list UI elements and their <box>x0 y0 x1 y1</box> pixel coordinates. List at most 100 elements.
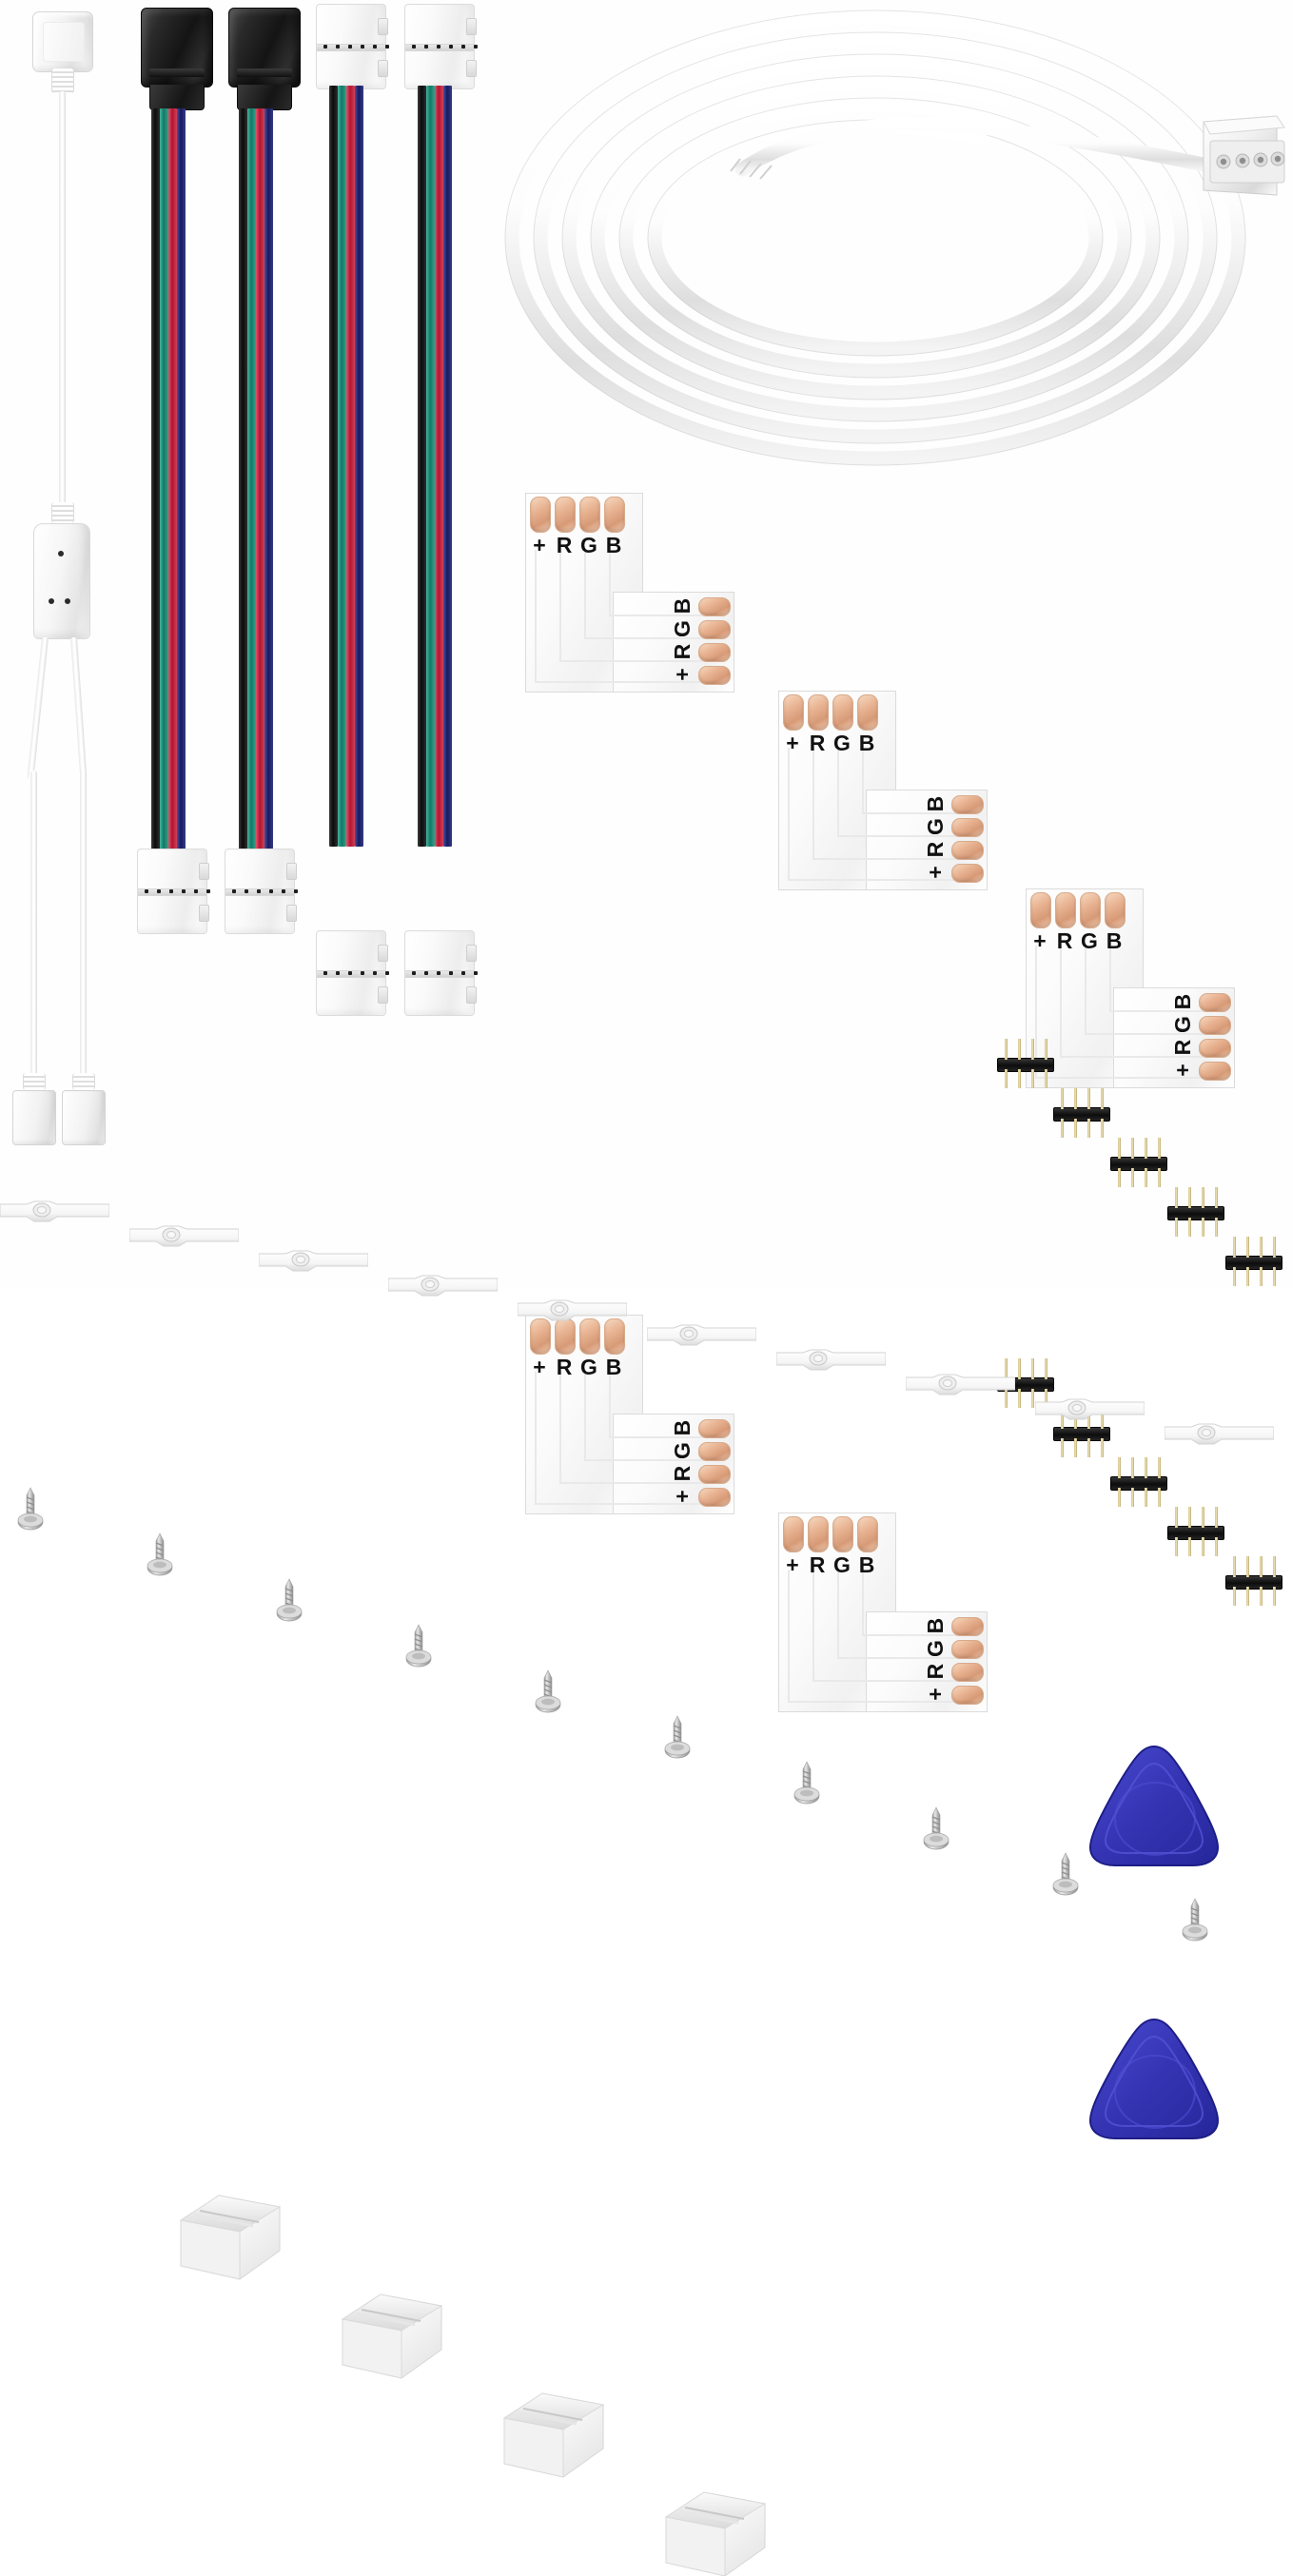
black-housing-neck-1 <box>149 85 205 110</box>
l-pad-label: R <box>556 533 573 557</box>
pin-header-5 <box>1223 1237 1282 1286</box>
l-pad-label: B <box>1106 928 1123 953</box>
pin-header-10 <box>1223 1556 1282 1606</box>
white-strip-lead-2 <box>402 4 488 1016</box>
pry-tool-1 <box>1073 1741 1225 1866</box>
mounting-clip-4 <box>387 1275 499 1299</box>
mounting-clip-10 <box>1164 1423 1275 1448</box>
screw-10 <box>1178 1895 1210 1942</box>
l-pad-label: R <box>923 841 948 858</box>
l-pad-label: G <box>833 1552 851 1577</box>
black-strip-lead-1 <box>133 8 219 934</box>
l-pad-label: G <box>580 533 597 557</box>
y-splitter-male-plug <box>32 11 93 72</box>
l-pad-label: R <box>809 731 826 755</box>
rgb-ribbon-wire-3 <box>329 86 363 847</box>
l-pad-label: G <box>1081 928 1098 953</box>
l-pad-label: B <box>858 731 875 755</box>
y-splitter-plug-strain-relief <box>51 68 74 93</box>
l-pad-label: R <box>670 1465 695 1482</box>
screw-1 <box>13 1484 46 1531</box>
mounting-clip-6 <box>646 1324 757 1349</box>
white-strip-clip-top-2 <box>404 4 478 89</box>
mounting-clip-1 <box>0 1200 110 1225</box>
l-pad-label: + <box>786 1552 799 1577</box>
white-strip-clip-2 <box>225 849 298 934</box>
l-corner-connector-1: + R G B B G R + <box>525 493 734 693</box>
pin-header-3 <box>1108 1138 1167 1187</box>
l-pad-label: B <box>670 597 695 615</box>
y-splitter-branch-wire-right-2 <box>80 771 87 1084</box>
extension-cable-coil <box>495 0 1292 476</box>
mounting-clip-9 <box>1034 1398 1145 1423</box>
l-pad-label: + <box>786 731 799 755</box>
extension-cable-svg <box>504 10 1285 466</box>
white-strip-lead-1 <box>314 4 400 1016</box>
y-splitter-socket-right-strain <box>72 1073 95 1090</box>
black-4pin-housing-2 <box>228 8 301 88</box>
y-splitter-assembly <box>11 4 135 1174</box>
l-pad-label: G <box>670 620 695 637</box>
mounting-clip-2 <box>128 1225 240 1250</box>
rgb-ribbon-wire-1 <box>151 108 186 850</box>
pin-header-4 <box>1165 1187 1224 1237</box>
y-splitter-branch-wire-left <box>27 636 49 780</box>
gapless-connector-3 <box>497 2386 609 2485</box>
l-pad-label: G <box>923 1640 948 1657</box>
mounting-clip-7 <box>775 1349 887 1374</box>
white-strip-clip-bottom-1 <box>316 930 389 1016</box>
y-splitter-branch-wire-left-2 <box>30 771 37 1084</box>
screw-3 <box>272 1575 304 1622</box>
l-pad-label: G <box>923 818 948 835</box>
y-splitter-body <box>33 523 90 639</box>
screw-6 <box>660 1712 693 1759</box>
gapless-connector-4 <box>658 2485 771 2576</box>
l-pad-label: R <box>556 1355 573 1379</box>
l-pad-label: R <box>1056 928 1073 953</box>
rgb-ribbon-wire-2 <box>239 108 273 850</box>
pin-header-2 <box>1051 1088 1110 1138</box>
l-corner-connector-3: + R G B B G R + <box>1026 888 1235 1088</box>
l-corner-connector-5: + R G B B G R + <box>778 1512 988 1712</box>
l-pad-label: + <box>533 1355 546 1379</box>
clips-and-screws-row <box>0 1200 1292 1942</box>
l-pad-label: + <box>670 1490 695 1503</box>
black-strip-lead-2 <box>221 8 306 934</box>
white-strip-clip-bottom-2 <box>404 930 478 1016</box>
l-pad-label: G <box>833 731 851 755</box>
mounting-clip-5 <box>517 1299 628 1324</box>
rgb-ribbon-wire-4 <box>418 86 452 847</box>
y-splitter-junction-strain <box>51 502 74 523</box>
l-corner-connector-2: + R G B B G R + <box>778 691 988 890</box>
pin-header-1 <box>995 1039 1054 1088</box>
gapless-connector-2 <box>335 2287 447 2386</box>
gapless-connector-1 <box>173 2188 285 2287</box>
l-pad-label: G <box>1170 1016 1195 1033</box>
l-pad-label: B <box>605 1355 622 1379</box>
black-housing-neck-2 <box>237 85 292 110</box>
l-pad-label: B <box>605 533 622 557</box>
screw-2 <box>143 1530 175 1576</box>
pin-header-9 <box>1165 1507 1224 1556</box>
screw-4 <box>401 1621 434 1668</box>
screw-8 <box>919 1804 951 1850</box>
l-pad-label: G <box>580 1355 597 1379</box>
l-pad-label: R <box>923 1663 948 1680</box>
screw-7 <box>790 1758 822 1805</box>
l-pad-label: B <box>1170 993 1195 1010</box>
white-strip-clip-1 <box>137 849 210 934</box>
white-strip-clip-top-1 <box>316 4 389 89</box>
l-pad-label: + <box>670 668 695 681</box>
l-pad-label: B <box>670 1419 695 1436</box>
l-pad-label: R <box>809 1552 826 1577</box>
screw-5 <box>531 1667 563 1713</box>
mounting-clip-3 <box>258 1250 369 1275</box>
y-splitter-branch-wire-right <box>70 636 88 780</box>
l-pad-label: + <box>1033 928 1047 953</box>
pin-header-group <box>995 1039 1286 1606</box>
pin-header-8 <box>1108 1457 1167 1507</box>
extension-cable-female-connector <box>1203 115 1285 196</box>
l-pad-label: + <box>533 533 546 557</box>
y-splitter-female-socket-left <box>12 1090 56 1145</box>
